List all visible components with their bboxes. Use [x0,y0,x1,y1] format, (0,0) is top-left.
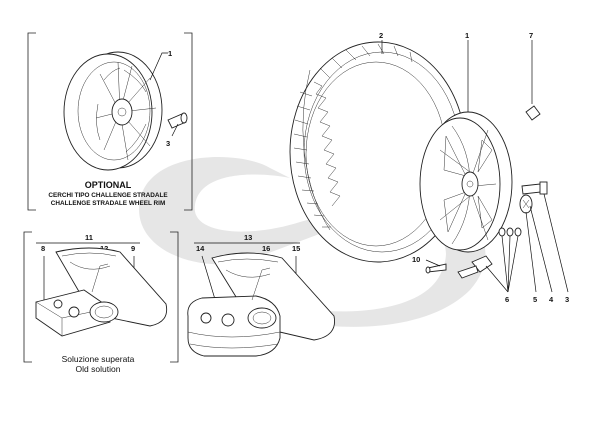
main-wheel-rim [419,111,513,253]
old-solution-caption-english: Old solution [76,364,121,374]
callout-14: 14 [196,244,205,253]
callout-4: 4 [549,295,554,304]
wheel-bolt [521,181,548,195]
rim-bolt-inset [167,112,188,129]
callout-3-inset: 3 [166,139,170,148]
old-solution-caption-italian: Soluzione superata [62,354,135,364]
callout-1: 1 [465,31,469,40]
callout-15: 15 [292,244,300,253]
tire-repair-kit [187,252,336,357]
rim-caption-english: CHALLENGE STRADALE WHEEL RIM [51,200,166,207]
callout-8: 8 [41,244,45,253]
optional-panel-frame [27,32,193,211]
centre-emblem [519,194,533,214]
callout-10: 10 [412,255,420,264]
callout-11: 11 [85,233,93,242]
wheel-nut-set [457,227,522,279]
rim-caption-italian: CERCHI TIPO CHALLENGE STRADALE [48,192,168,199]
old-solution-panel-frame [23,231,179,363]
challenge-wheel-rim [63,51,163,171]
callout-7: 7 [529,31,533,40]
callout-9: 9 [131,244,135,253]
callout-13: 13 [244,233,252,242]
callout-5: 5 [533,295,537,304]
valve-stem [425,263,447,274]
optional-caption: OPTIONAL [85,180,132,190]
callout-1-inset: 1 [168,49,172,58]
valve-cap [525,105,541,121]
callout-2: 2 [379,31,383,40]
callout-3: 3 [565,295,569,304]
old-compressor-kit [35,247,168,337]
callout-16: 16 [262,244,270,253]
callout-6: 6 [505,295,509,304]
